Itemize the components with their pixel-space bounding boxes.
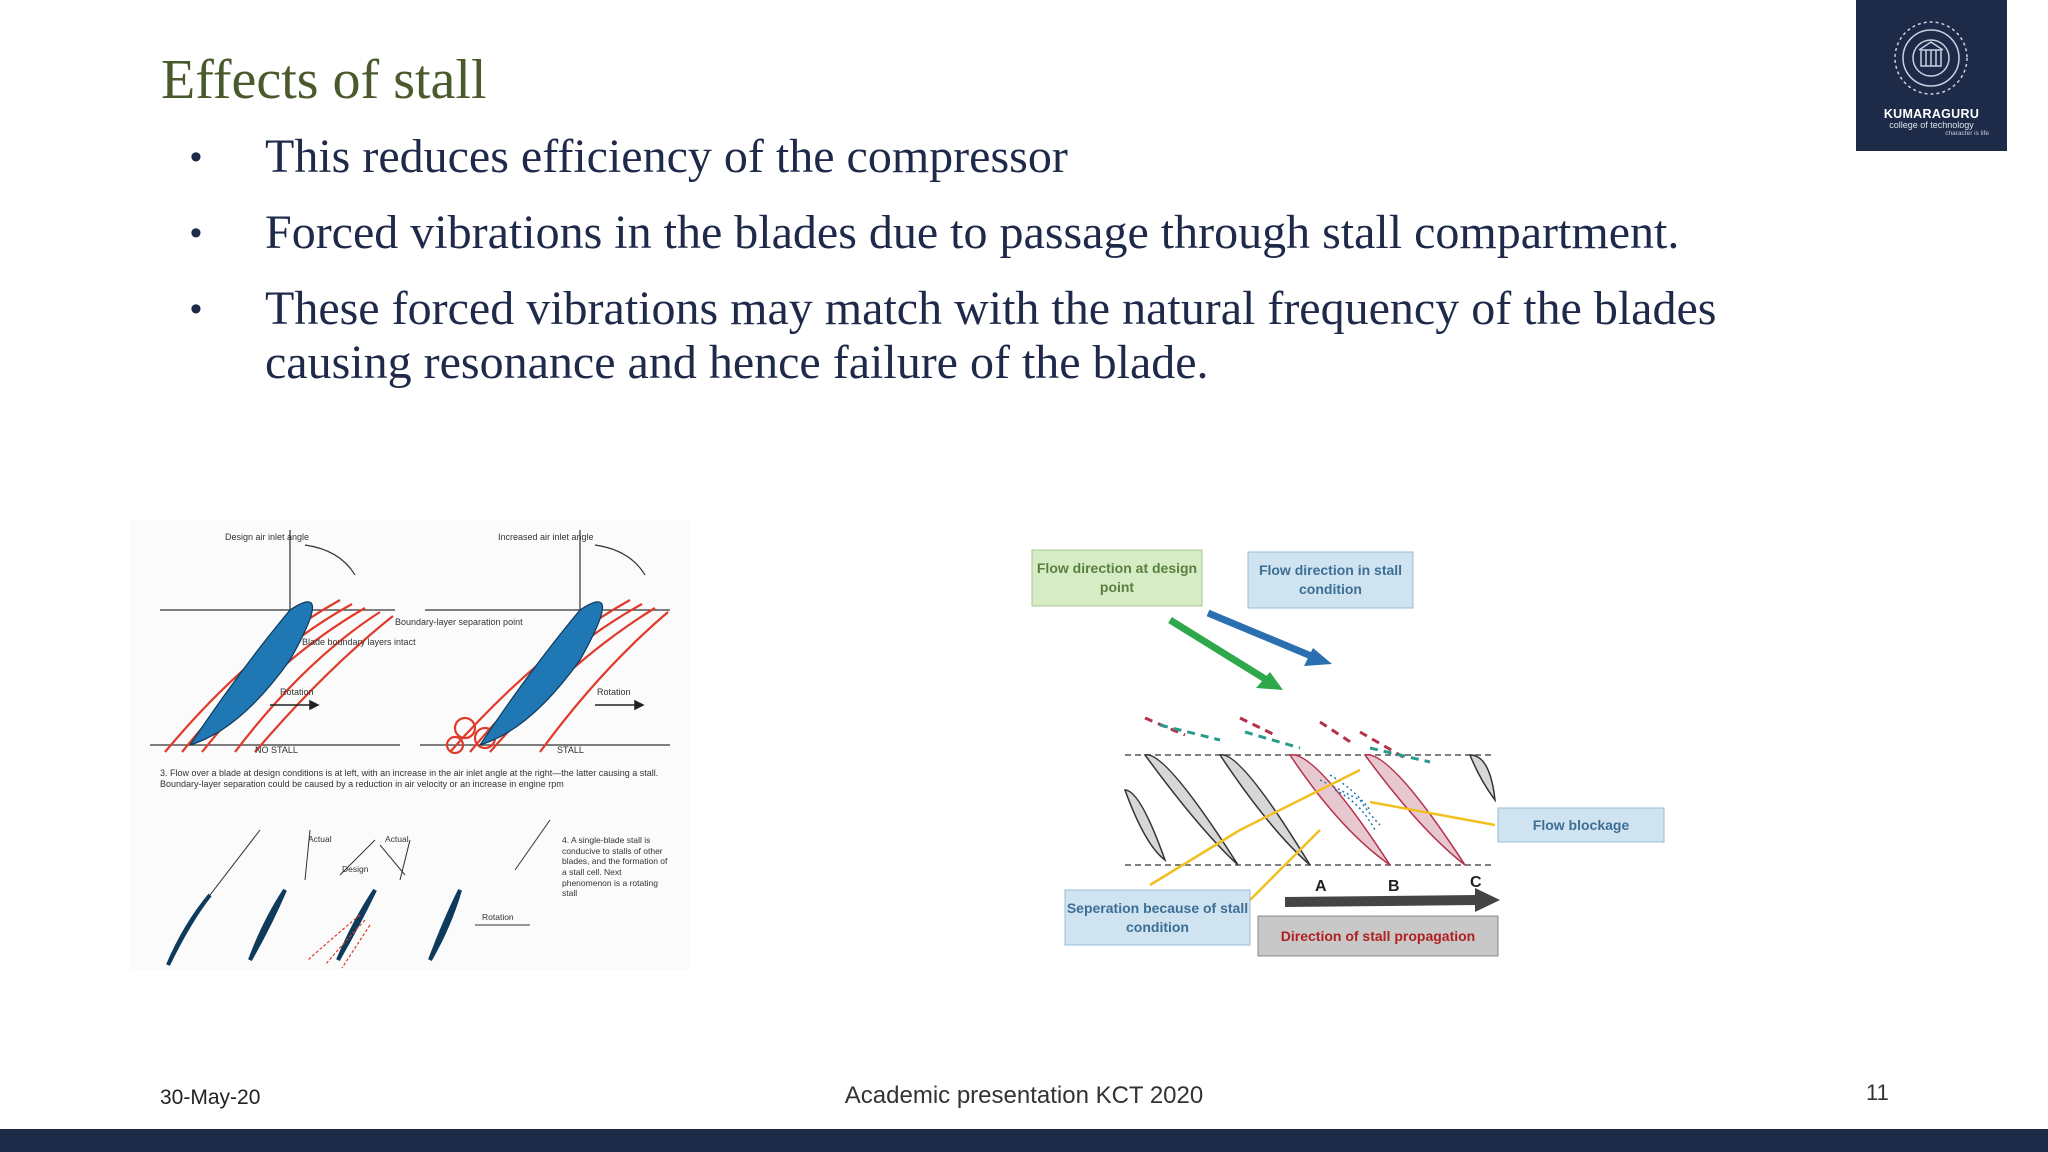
point-b-label: B [1388, 878, 1400, 895]
rotation-label-left: Rotation [280, 687, 314, 697]
stall-propagation-figure: A B C Flow direction at design point Flo… [1020, 540, 1690, 970]
actual-label-1: Actual [308, 834, 332, 844]
stall-label: STALL [557, 745, 584, 755]
logo-name: KUMARAGURU [1883, 107, 1980, 121]
bullet-item: • Forced vibrations in the blades due to… [190, 206, 1830, 260]
slide-title: Effects of stall [161, 49, 487, 111]
intact-label: Blade boundary layers intact [302, 637, 416, 647]
bullet-text: Forced vibrations in the blades due to p… [265, 206, 1680, 259]
bottom-bar [0, 1129, 2048, 1152]
point-c-label: C [1470, 874, 1482, 891]
flow-blockage-label: Flow blockage [1532, 817, 1630, 833]
separation-label: Seperation because of stall condition [1066, 899, 1249, 935]
increased-inlet-label: Increased air inlet angle [498, 532, 594, 542]
rotation-label-right: Rotation [597, 687, 631, 697]
point-a-label: A [1315, 878, 1327, 895]
bullet-list: • This reduces efficiency of the compres… [190, 130, 1830, 412]
separation-point-label: Boundary-layer separation point [395, 617, 523, 627]
rotation-label-bottom: Rotation [482, 912, 514, 922]
logo-subtitle: college of technology [1889, 120, 1974, 130]
figure-caption-4: 4. A single-blade stall is conducive to … [562, 835, 668, 899]
bullet-item: • These forced vibrations may match with… [190, 282, 1830, 390]
no-stall-label: NO STALL [255, 745, 298, 755]
footer-title: Academic presentation KCT 2020 [844, 1082, 1204, 1109]
page-number: 11 [1866, 1080, 1889, 1105]
figure-caption-3: 3. Flow over a blade at design condition… [160, 768, 659, 790]
footer-date: 30-May-20 [160, 1086, 261, 1109]
bullet-marker: • [190, 290, 202, 328]
propagation-label: Direction of stall propagation [1280, 928, 1476, 944]
stall-blade-figure: Design air inlet angle Increased air inl… [130, 520, 690, 970]
stall-blade-diagram: Design air inlet angle Increased air inl… [150, 530, 670, 969]
stall-propagation-diagram: A B C Flow direction at design point Flo… [1031, 549, 1665, 957]
college-logo: KUMARAGURU college of technology charact… [1856, 0, 2007, 151]
bullet-text: These forced vibrations may match with t… [265, 282, 1717, 389]
design-flow-label: Flow direction at design point [1036, 560, 1198, 595]
design-inlet-label: Design air inlet angle [225, 532, 309, 542]
bullet-item: • This reduces efficiency of the compres… [190, 130, 1830, 184]
bullet-text: This reduces efficiency of the compresso… [265, 130, 1068, 183]
actual-label-2: Actual [385, 834, 409, 844]
college-seal-icon [1894, 21, 1968, 95]
bullet-marker: • [190, 138, 202, 176]
bullet-marker: • [190, 214, 202, 252]
stall-flow-label: Flow direction in stall condition [1258, 562, 1403, 597]
design-label: Design [342, 864, 369, 874]
logo-tagline: character is life [1945, 130, 1989, 137]
